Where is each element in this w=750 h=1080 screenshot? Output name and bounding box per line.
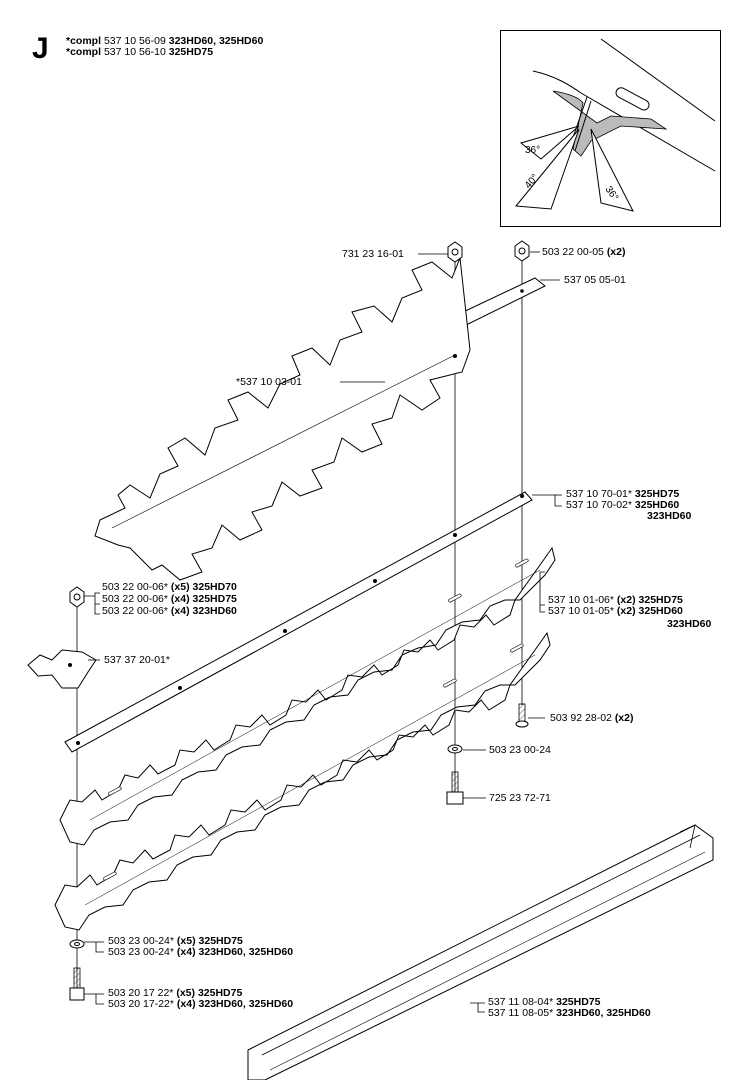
cutter-blade-2-icon <box>54 631 551 931</box>
upper-cutter-blade-icon <box>94 257 471 581</box>
label-bolt-725: 725 23 72-71 <box>489 792 551 804</box>
label-screw-a: 503 20 17 22* (x5) 325HD75 <box>108 987 243 999</box>
washer-503-23-icon <box>447 744 463 754</box>
blade-guard-icon <box>247 824 714 1080</box>
label-nut-06-a: 503 22 00-06* (x5) 325HD70 <box>102 581 237 593</box>
label-blade-a: 537 10 01-06* (x2) 325HD75 <box>548 594 683 606</box>
label-upper-blade: *537 10 03-01 <box>236 376 302 388</box>
label-bar-b2: 323HD60 <box>647 510 692 522</box>
label-blade-b2: 323HD60 <box>667 618 712 630</box>
nut-503-05-icon <box>514 240 530 262</box>
bolt-725-icon <box>446 771 464 805</box>
nut-503-22-06-icon <box>69 586 85 608</box>
angle-36-right <box>590 128 634 212</box>
sharpening-angle-detail: 36° 40° 36° <box>515 38 716 212</box>
header-line-1: *compl 537 10 56-09 323HD60, 325HD60 <box>66 35 264 47</box>
angle-40-bottom <box>515 128 580 210</box>
guide-537-37-icon <box>27 649 97 689</box>
label-washer-a: 503 23 00-24* (x5) 325HD75 <box>108 935 243 947</box>
nut-731-icon <box>447 241 463 263</box>
section-letter: J <box>32 32 49 65</box>
label-nut-06-b: 503 22 00-06* (x4) 325HD75 <box>102 593 237 605</box>
label-washer-503-23: 503 23 00-24 <box>489 744 551 756</box>
label-screw-b: 503 20 17-22* (x4) 323HD60, 325HD60 <box>108 998 294 1010</box>
cutter-blade-1-icon <box>59 546 556 846</box>
label-bar-a: 537 10 70-01* 325HD75 <box>566 488 680 500</box>
label-guard-b: 537 11 08-05* 323HD60, 325HD60 <box>488 1007 651 1019</box>
label-plate-537-05: 537 05 05-01 <box>564 274 626 286</box>
label-nut-06-c: 503 22 00-06* (x4) 323HD60 <box>102 605 237 617</box>
label-blade-b: 537 10 01-05* (x2) 325HD60 <box>548 605 683 617</box>
screw-bottom-left-icon <box>69 967 85 1001</box>
label-guide: 537 37 20-01* <box>104 654 170 666</box>
angle-label-left: 36° <box>525 145 540 156</box>
assembly-header: *compl 537 10 56-09 323HD60, 325HD60 *co… <box>66 36 263 58</box>
label-screw-503-92: 503 92 28-02 (x2) <box>550 712 634 724</box>
sharpening-angle-inset: 36° 40° 36° <box>500 30 721 227</box>
header-line-2: *compl 537 10 56-10 325HD75 <box>66 46 214 58</box>
label-guard-a: 537 11 08-04* 325HD75 <box>488 996 601 1008</box>
label-bar-b: 537 10 70-02* 325HD60 <box>566 499 680 511</box>
leader-lines <box>84 251 562 1013</box>
washer-bottom-left-icon <box>69 939 85 949</box>
screw-503-92-icon <box>515 703 529 728</box>
guide-bar-537-10-70-icon <box>64 491 533 753</box>
angle-36-left <box>519 125 580 160</box>
label-washer-b: 503 23 00-24* (x4) 323HD60, 325HD60 <box>108 946 294 958</box>
label-nut-731: 731 23 16-01 <box>342 248 404 260</box>
label-nut-503-05: 503 22 00-05 (x2) <box>542 246 626 258</box>
